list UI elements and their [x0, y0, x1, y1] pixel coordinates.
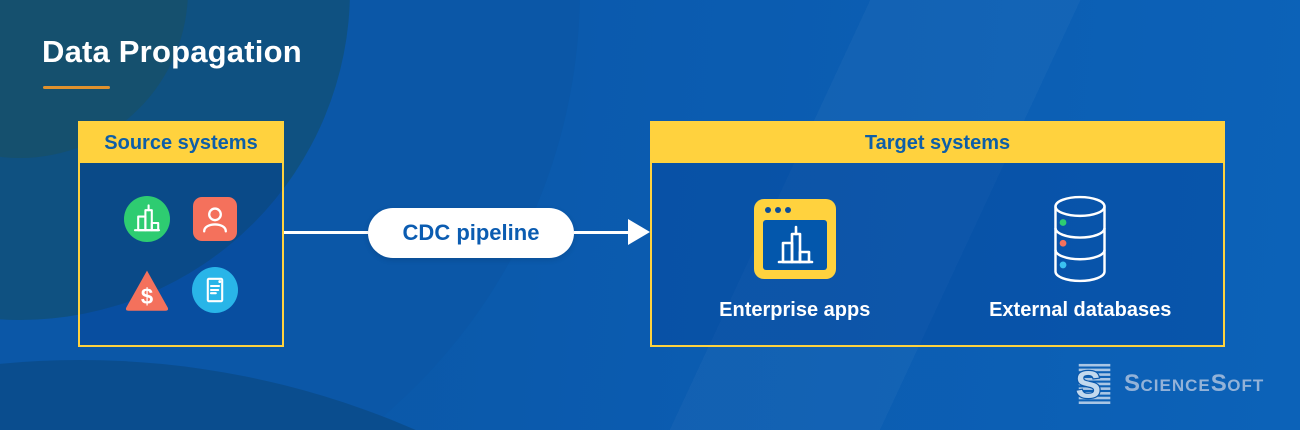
arrow-right-icon: [628, 219, 650, 245]
database-icon: [1047, 193, 1113, 285]
connector-line-right: [574, 231, 630, 234]
document-icon: [192, 266, 238, 313]
person-icon: [193, 196, 237, 241]
source-systems-panel: Source systems: [78, 121, 284, 347]
connector-line-left: [284, 231, 368, 234]
target-systems-panel: Target systems: [650, 121, 1225, 347]
logo-part-2: cience: [1140, 376, 1211, 395]
dollar-triangle-icon: $: [124, 267, 170, 313]
browser-app-icon: [753, 193, 836, 285]
cdc-pipeline-badge: CDC pipeline: [368, 208, 574, 258]
logo-part-4: oft: [1227, 376, 1265, 395]
cdc-pipeline-label: CDC pipeline: [402, 220, 540, 245]
target-systems-body: Enterprise apps Exte: [652, 163, 1223, 345]
logo-part-3: S: [1210, 370, 1228, 397]
sciencesoft-logo: S ScienceSoft: [1075, 362, 1264, 406]
page-title: Data Propagation: [42, 34, 302, 69]
logo-part-1: S: [1124, 370, 1141, 397]
enterprise-apps-label: Enterprise apps: [719, 298, 871, 321]
svg-text:S: S: [1076, 363, 1102, 406]
sciencesoft-logo-text: ScienceSoft: [1124, 370, 1264, 398]
buildings-icon: [124, 195, 170, 242]
external-databases-label: External databases: [989, 298, 1172, 321]
target-systems-header: Target systems: [652, 123, 1223, 163]
source-systems-body: $: [80, 163, 282, 345]
external-databases-item: External databases: [938, 163, 1224, 345]
dollar-glyph: $: [141, 283, 153, 308]
title-underline: [43, 86, 110, 89]
enterprise-apps-item: Enterprise apps: [652, 163, 938, 345]
sciencesoft-logo-mark: S: [1075, 362, 1111, 406]
source-systems-header: Source systems: [80, 123, 282, 163]
